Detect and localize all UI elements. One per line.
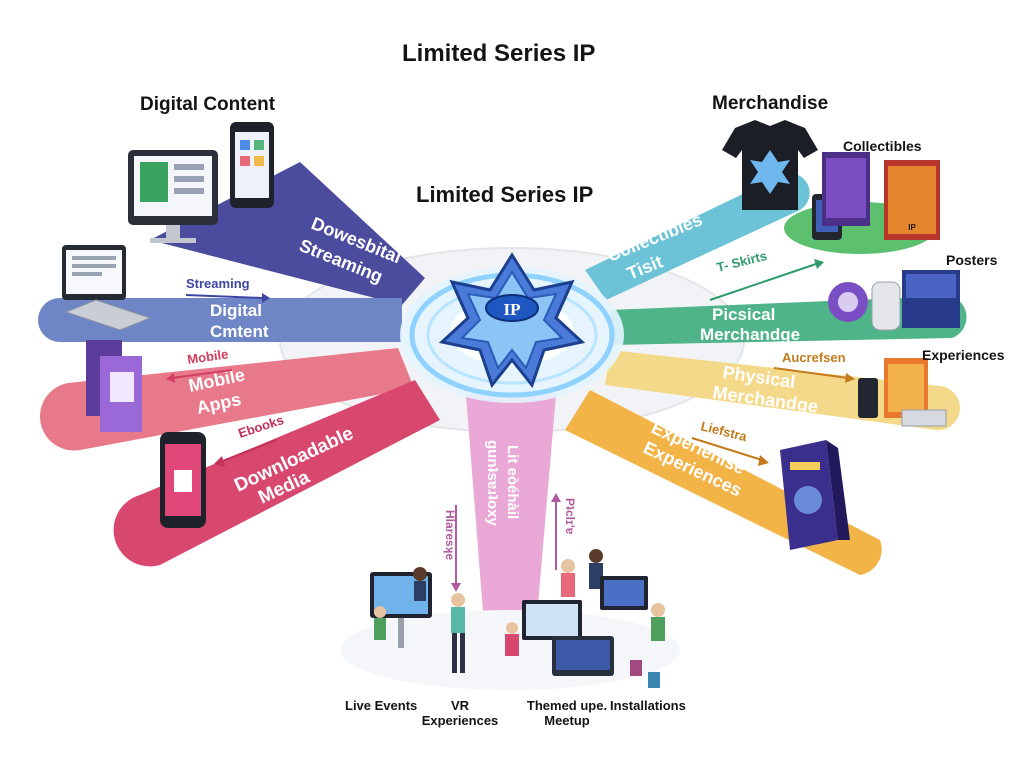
band-live-line1: Lit eòéhàil: [504, 445, 521, 519]
svg-text:T- Skirts: T- Skirts: [715, 248, 768, 275]
band-digital: Digital Cmtent: [38, 298, 402, 342]
tag-live-left: Hlaresʞe: [443, 505, 461, 592]
bottom-label-vr-experiences: VR Experiences: [421, 698, 499, 728]
tag-tshirts: T- Skirts: [709, 248, 824, 301]
svg-text:Aucrefsen: Aucrefsen: [782, 350, 846, 365]
bottom-label-themed-meetup: Themed upe. Meetup: [526, 698, 608, 728]
tshirt-icon: [722, 120, 818, 210]
bottom-label-live-events: Live Events: [345, 698, 418, 713]
tag-aucrefsen: Aucrefsen: [773, 350, 855, 383]
figurine-icon: [828, 270, 960, 331]
tablet-icon: [230, 122, 274, 208]
bottom-label-installations: Installations: [610, 698, 686, 713]
band-live-line2: ɡunʇsɐɹʇoxy: [484, 440, 501, 527]
heading-collectibles: Collectibles: [843, 138, 922, 154]
page-title: Limited Series IP: [402, 40, 596, 67]
phone-icon: [160, 432, 206, 528]
svg-text:IP: IP: [908, 223, 916, 232]
heading-digital-content: Digital Content: [140, 94, 276, 115]
svg-text:Mobile: Mobile: [186, 346, 229, 367]
band-merch-line2: Merchandge: [700, 325, 800, 344]
hub-label: IP: [504, 300, 521, 319]
svg-text:Pʇclɪ'ɐ: Pʇclɪ'ɐ: [563, 498, 577, 535]
experience-box-icon: [780, 440, 850, 550]
game-box-icon: [858, 358, 947, 427]
band-merch-line1: Picsical: [712, 305, 775, 324]
svg-text:Hlaresʞe: Hlaresʞe: [443, 510, 457, 560]
tag-mobile: Mobile: [166, 346, 233, 383]
band-digital-line2: Cmtent: [210, 322, 269, 341]
tag-streaming: Streaming: [185, 276, 270, 303]
event-scene: [340, 549, 680, 690]
svg-text:Streaming: Streaming: [186, 276, 250, 291]
books-icon: [86, 340, 142, 432]
poster-icon: IP: [822, 152, 940, 240]
heading-posters: Posters: [946, 252, 998, 268]
monitor-icon: [128, 150, 218, 243]
laptop-icon: [62, 245, 152, 331]
heading-merchandise: Merchandise: [712, 93, 829, 114]
ip-hub: IP: [400, 252, 624, 403]
center-title: Limited Series IP: [416, 182, 594, 207]
heading-experiences: Experiences: [922, 347, 1005, 363]
band-digital-line1: Digital: [210, 301, 262, 320]
tag-live-right: Pʇclɪ'ɐ: [551, 493, 577, 570]
